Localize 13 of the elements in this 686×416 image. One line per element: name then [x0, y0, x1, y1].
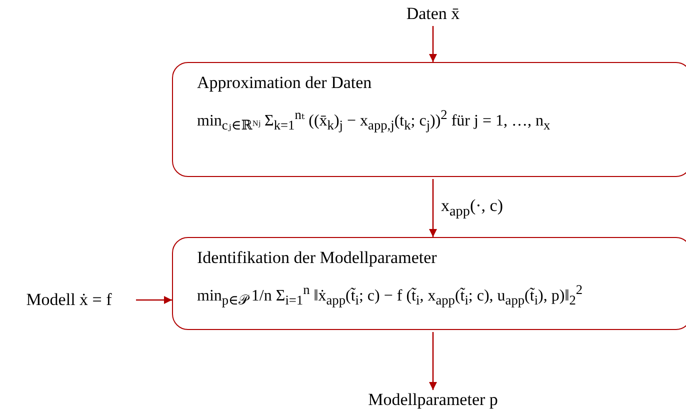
process-box	[172, 237, 686, 330]
arrow	[429, 26, 437, 62]
box-heading: Approximation der Daten	[197, 73, 372, 93]
text-label: Modell ẋ = f	[4, 290, 134, 310]
arrow	[429, 332, 437, 390]
formula: min$_{cⱼ∈ℝᴺʲ}$ Σ$_{k=1}$$^{nₜ}$ ((x̄$_{k}$)$_{j}$ − x$_{app,j}$(t$_{k}$; c$_{j}$))$^{2}$ für j = 1, …, n$_{x}$	[197, 107, 550, 134]
box-heading: Identifikation der Modellparameter	[197, 248, 437, 268]
text-label: Modellparameter p	[333, 390, 533, 410]
text-label: Daten x̄	[373, 4, 493, 24]
process-box	[172, 62, 686, 177]
edge-label: x$_{app}$(·, c)	[439, 196, 505, 220]
arrow	[429, 179, 437, 237]
arrow	[136, 296, 172, 304]
